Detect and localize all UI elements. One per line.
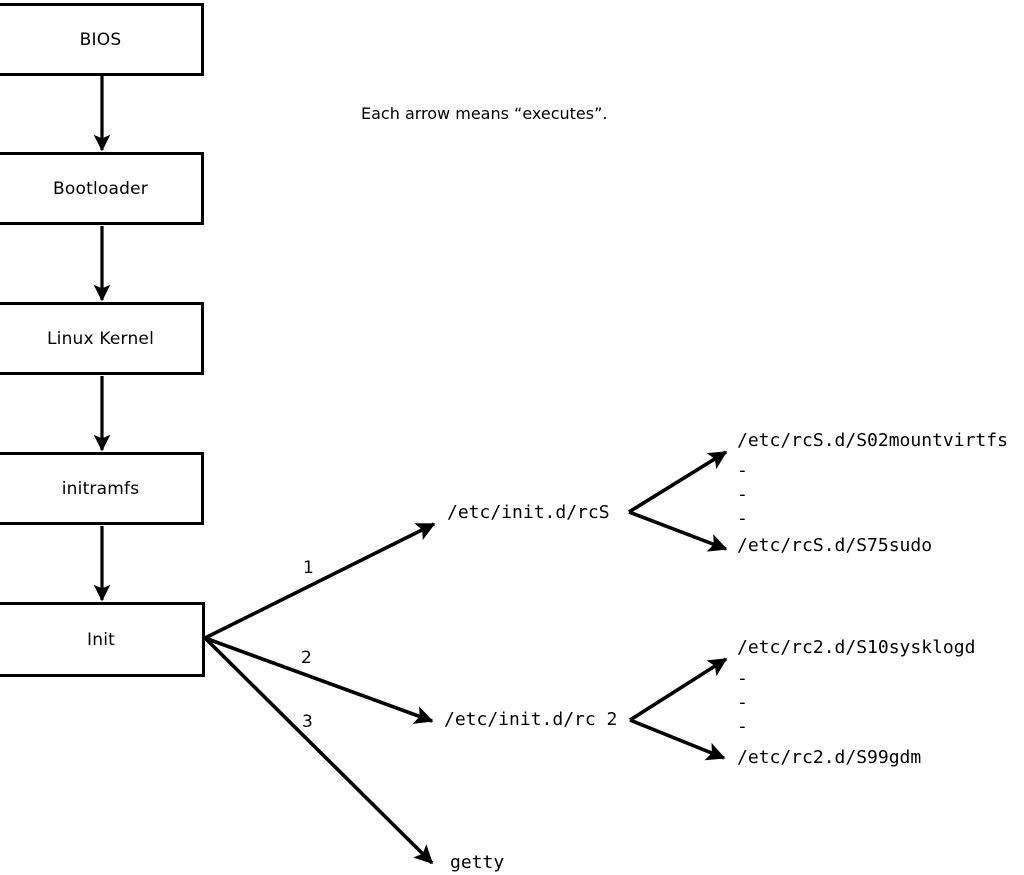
label-rcs-script[interactable]: /etc/init.d/rcS [447, 502, 610, 523]
node-bootloader[interactable]: Bootloader [0, 152, 204, 225]
diagram-caption: Each arrow means “executes”. [361, 104, 608, 123]
edge-label-1: 1 [303, 558, 314, 578]
node-init[interactable]: Init [0, 602, 205, 677]
label-getty[interactable]: getty [450, 852, 505, 873]
rc2d-ellipsis-dash-1: - [737, 668, 748, 689]
rcsd-ellipsis-dash-1: - [737, 460, 748, 481]
edge-init-to-rc2 [204, 636, 434, 724]
node-bootloader-label: Bootloader [53, 178, 148, 199]
node-bios-label: BIOS [79, 29, 122, 50]
node-initramfs[interactable]: initramfs [0, 452, 204, 525]
node-init-label: Init [87, 629, 115, 650]
rc2d-ellipsis-dash-3: - [737, 716, 748, 737]
label-rcsd-last[interactable]: /etc/rcS.d/S75sudo [737, 535, 933, 556]
edge-rcs-to-last [628, 510, 728, 552]
label-rc2d-last[interactable]: /etc/rc2.d/S99gdm [737, 747, 922, 768]
node-bios[interactable]: BIOS [0, 3, 204, 76]
edge-rc2-to-first [629, 657, 728, 722]
edge-init-to-rcs [204, 522, 436, 640]
label-rc2-script[interactable]: /etc/init.d/rc 2 [444, 709, 618, 730]
rcsd-ellipsis-dash-2: - [737, 484, 748, 505]
node-linux-kernel-label: Linux Kernel [46, 328, 154, 349]
label-rcsd-first[interactable]: /etc/rcS.d/S02mountvirtfs [737, 430, 1008, 451]
edge-rcs-to-first [628, 450, 728, 514]
edge-rc2-to-last [629, 718, 726, 761]
label-rc2d-first[interactable]: /etc/rc2.d/S10sysklogd [737, 637, 976, 658]
edge-label-3: 3 [302, 712, 313, 732]
node-linux-kernel[interactable]: Linux Kernel [0, 302, 204, 375]
node-initramfs-label: initramfs [61, 478, 140, 499]
edge-init-to-getty [203, 636, 434, 865]
edge-label-2: 2 [301, 648, 312, 668]
rcsd-ellipsis-dash-3: - [737, 508, 748, 529]
rc2d-ellipsis-dash-2: - [737, 692, 748, 713]
